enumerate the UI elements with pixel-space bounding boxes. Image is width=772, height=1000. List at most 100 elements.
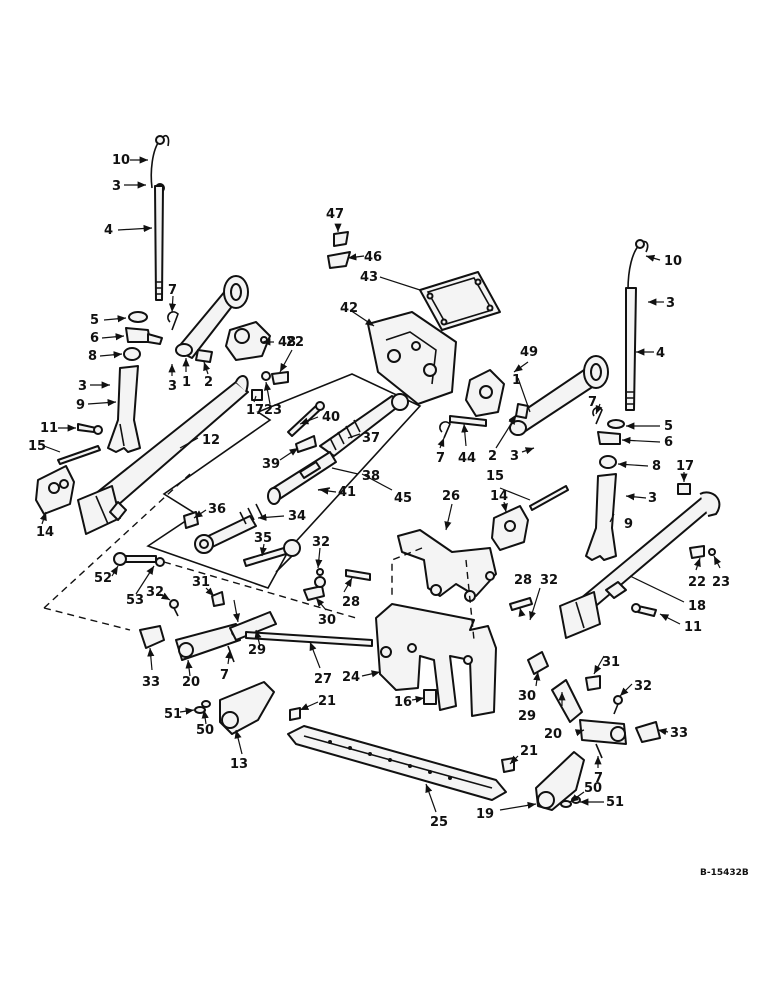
callout-51-left: 51 — [164, 707, 182, 722]
callout-30-right: 30 — [518, 689, 536, 704]
callout-32-right-top: 32 — [540, 573, 558, 588]
right-bracket — [491, 485, 569, 551]
callout-labels: 10 3 4 7 5 6 8 1 2 3 3 9 11 15 14 12 48 … — [28, 153, 730, 830]
callout-29-left: 29 — [248, 643, 266, 658]
callout-3-left-top: 3 — [112, 179, 121, 194]
leader-lines — [39, 156, 721, 813]
callout-15-right: 15 — [486, 469, 504, 484]
callout-22-right: 22 — [688, 575, 706, 590]
callout-9-right: 9 — [624, 517, 633, 532]
callout-33-left: 33 — [142, 675, 160, 690]
callout-4-left: 4 — [104, 223, 113, 238]
callout-1-left: 1 — [182, 375, 191, 390]
callout-7-left-top: 7 — [168, 283, 177, 298]
callout-21-right: 21 — [520, 744, 538, 759]
right-lower-link — [559, 491, 721, 639]
callout-8-right: 8 — [652, 459, 661, 474]
callout-52: 52 — [94, 571, 112, 586]
callout-23-right: 23 — [712, 575, 730, 590]
callout-2-right: 2 — [488, 449, 497, 464]
callout-43: 43 — [360, 270, 378, 285]
callout-40: 40 — [322, 410, 340, 425]
callout-47: 47 — [326, 207, 344, 222]
callout-17-right: 17 — [676, 459, 694, 474]
callout-33-right: 33 — [670, 726, 688, 741]
callout-42: 42 — [340, 301, 358, 316]
callout-32-right: 32 — [634, 679, 652, 694]
callout-37: 37 — [362, 431, 380, 446]
callout-34: 34 — [288, 509, 306, 524]
callout-7-lower-right: 7 — [594, 771, 603, 786]
callout-3-left-mid: 3 — [78, 379, 87, 394]
callout-41: 41 — [338, 485, 356, 500]
callout-25: 25 — [430, 815, 448, 830]
callout-32-left: 32 — [146, 585, 164, 600]
callout-36: 36 — [208, 502, 226, 517]
callout-24: 24 — [342, 670, 360, 685]
callout-17-left: 17 — [246, 403, 264, 418]
callout-44: 44 — [458, 451, 476, 466]
callout-53: 53 — [126, 593, 144, 608]
callout-6-left: 6 — [90, 331, 99, 346]
callout-10-left: 10 — [112, 153, 130, 168]
callout-48: 48 — [278, 335, 296, 350]
rockshaft-parts — [183, 393, 409, 573]
callout-5-left: 5 — [90, 313, 99, 328]
drawbar — [287, 725, 507, 801]
callout-15-left: 15 — [28, 439, 46, 454]
callout-31-left: 31 — [192, 575, 210, 590]
top-cover-parts — [327, 231, 501, 405]
left-lower-link — [77, 375, 249, 535]
callout-20-right: 20 — [544, 727, 562, 742]
callout-3-right-top: 3 — [666, 296, 675, 311]
callout-28-right: 28 — [514, 573, 532, 588]
right-lift-rod-assembly — [585, 239, 691, 561]
callout-16: 16 — [394, 695, 412, 710]
callout-51-right: 51 — [606, 795, 624, 810]
callout-7-center: 7 — [436, 451, 445, 466]
callout-5-right: 5 — [664, 419, 673, 434]
callout-3-right-mid: 3 — [648, 491, 657, 506]
left-lower-parts — [113, 552, 533, 735]
callout-45: 45 — [394, 491, 412, 506]
callout-23-left: 23 — [264, 403, 282, 418]
callout-12: 12 — [202, 433, 220, 448]
callout-22-left: 22 — [286, 335, 304, 350]
left-lift-rod-assembly — [35, 134, 170, 515]
callout-46: 46 — [364, 250, 382, 265]
callout-8-left: 8 — [88, 349, 97, 364]
hitch-dashed-lines — [43, 473, 475, 641]
callout-38: 38 — [362, 469, 380, 484]
drawing-code: B-15432B — [700, 868, 749, 878]
callout-10-right: 10 — [664, 254, 682, 269]
callout-20-left: 20 — [182, 675, 200, 690]
hitch-bracket-26 — [397, 529, 497, 602]
callout-50-left: 50 — [196, 723, 214, 738]
callout-3-right-arm: 3 — [510, 449, 519, 464]
callout-4-right: 4 — [656, 346, 665, 361]
callout-32-center: 32 — [312, 535, 330, 550]
callout-13: 13 — [230, 757, 248, 772]
callout-11-right: 11 — [684, 620, 702, 635]
callout-1-right: 1 — [512, 373, 521, 388]
callout-14-left: 14 — [36, 525, 54, 540]
callout-14-right: 14 — [490, 489, 508, 504]
callout-6-right: 6 — [664, 435, 673, 450]
callout-29-right: 29 — [518, 709, 536, 724]
callout-28-center: 28 — [342, 595, 360, 610]
callout-39: 39 — [262, 457, 280, 472]
callout-49: 49 — [520, 345, 538, 360]
callout-35: 35 — [254, 531, 272, 546]
callout-30-center: 30 — [318, 613, 336, 628]
callout-27: 27 — [314, 672, 332, 687]
callout-18: 18 — [688, 599, 706, 614]
callout-11-left: 11 — [40, 421, 58, 436]
right-lift-arm — [439, 355, 609, 439]
callout-3-left-arm: 3 — [168, 379, 177, 394]
callout-50-right: 50 — [584, 781, 602, 796]
callout-19: 19 — [476, 807, 494, 822]
callout-7-right: 7 — [588, 395, 597, 410]
callout-21-left: 21 — [318, 694, 336, 709]
callout-26: 26 — [442, 489, 460, 504]
